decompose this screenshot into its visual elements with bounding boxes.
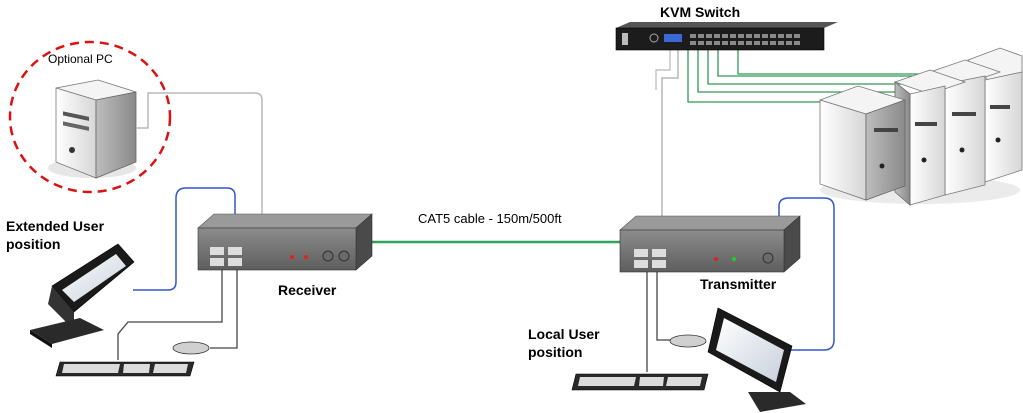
mouse-icon [669, 334, 707, 348]
optional-pc-highlight [8, 40, 172, 194]
server-rack [818, 47, 1023, 206]
pc-tower-icon [48, 79, 137, 179]
transmitter-extender-box-icon [619, 215, 801, 273]
keyboard-icon [55, 361, 195, 377]
local-user-label: Local User [528, 326, 600, 342]
extended-user-label-line2: position [6, 236, 61, 252]
kvm-switch-label: KVM Switch [660, 4, 741, 20]
receiver-extender-box-icon [197, 213, 373, 271]
kvm-switch-icon [615, 22, 838, 51]
optional-pc-cable [137, 92, 263, 215]
transmitter-label: Transmitter [700, 276, 777, 292]
kvm-to-transmitter-cable-2 [655, 48, 671, 90]
receiver-mouse-cable [210, 268, 238, 349]
optional-pc-label: Optional PC [48, 52, 113, 66]
receiver-video-cable [133, 187, 236, 291]
local-user-label-line2: position [528, 344, 583, 360]
extended-user-label: Extended User [6, 218, 105, 234]
receiver-label: Receiver [278, 282, 337, 298]
transmitter-video-cable [778, 197, 835, 351]
cables [117, 48, 978, 372]
keyboard-icon [571, 373, 709, 391]
server-links [687, 50, 978, 103]
cat5-cable-label: CAT5 cable - 150m/500ft [418, 211, 562, 226]
mouse-icon [172, 341, 210, 355]
monitor-icon [30, 243, 135, 348]
kvm-to-transmitter-cable [661, 48, 679, 216]
server-icon [818, 85, 907, 201]
transmitter-mouse-cable [656, 270, 672, 341]
receiver-keyboard-cable [117, 268, 223, 360]
monitor-icon [707, 307, 806, 412]
